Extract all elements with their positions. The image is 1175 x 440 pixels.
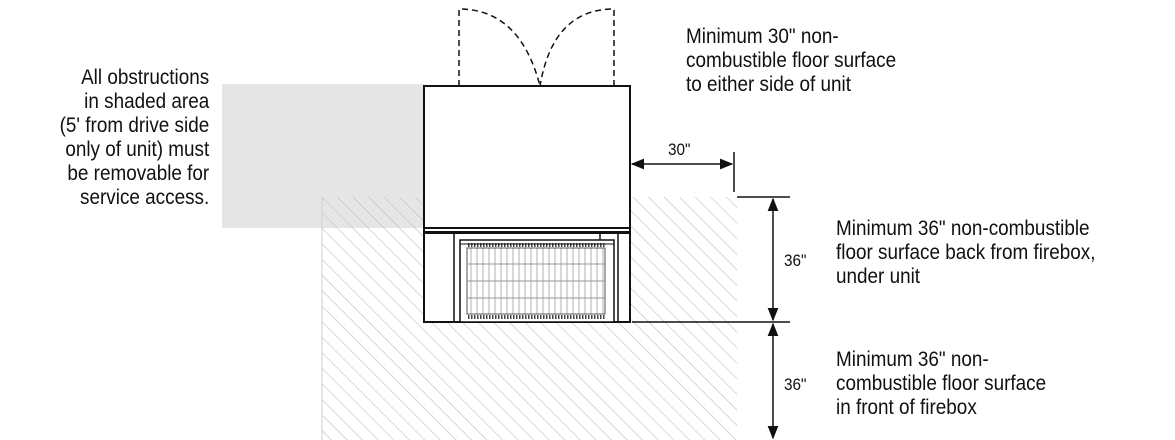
under-unit-note-line: Minimum 36" non-combustible: [836, 217, 1090, 240]
side-clearance-dimension: [630, 152, 735, 192]
under-unit-note-line: under unit: [836, 265, 921, 288]
obstruction-note-line: in shaded area: [83, 90, 209, 113]
side-clearance-value: 30": [668, 140, 691, 159]
side-clearance-note: Minimum 30" non- combustible floor surfa…: [686, 25, 896, 97]
under-unit-note-line: floor surface back from firebox,: [836, 241, 1096, 264]
unit-doors: [458, 8, 615, 87]
side-clearance-note-line: combustible floor surface: [686, 49, 897, 72]
under-unit-note: Minimum 36" non-combustible floor surfac…: [836, 217, 1095, 289]
obstruction-note-line: (5' from drive side: [59, 114, 209, 137]
obstruction-note-line: be removable for: [67, 162, 209, 185]
side-clearance-note-line: Minimum 30" non-: [686, 25, 839, 48]
under-unit-value: 36": [784, 251, 807, 270]
obstruction-note-line: service access.: [79, 186, 209, 209]
front-firebox-note-line: Minimum 36" non-: [836, 348, 989, 371]
front-firebox-note-line: in front of firebox: [836, 396, 977, 419]
unit-body: [423, 85, 631, 229]
front-firebox-note-line: combustible floor surface: [836, 372, 1047, 395]
front-firebox-value: 36": [784, 375, 807, 394]
front-firebox-note: Minimum 36" non- combustible floor surfa…: [836, 348, 1046, 420]
obstruction-note-line: only of unit) must: [65, 138, 209, 161]
obstruction-note: All obstructions in shaded area (5' from…: [59, 66, 209, 210]
obstruction-note-line: All obstructions: [80, 66, 209, 89]
firebox-grate: [459, 239, 615, 323]
depth-dimensions: [632, 196, 790, 440]
side-clearance-note-line: to either side of unit: [686, 73, 851, 96]
